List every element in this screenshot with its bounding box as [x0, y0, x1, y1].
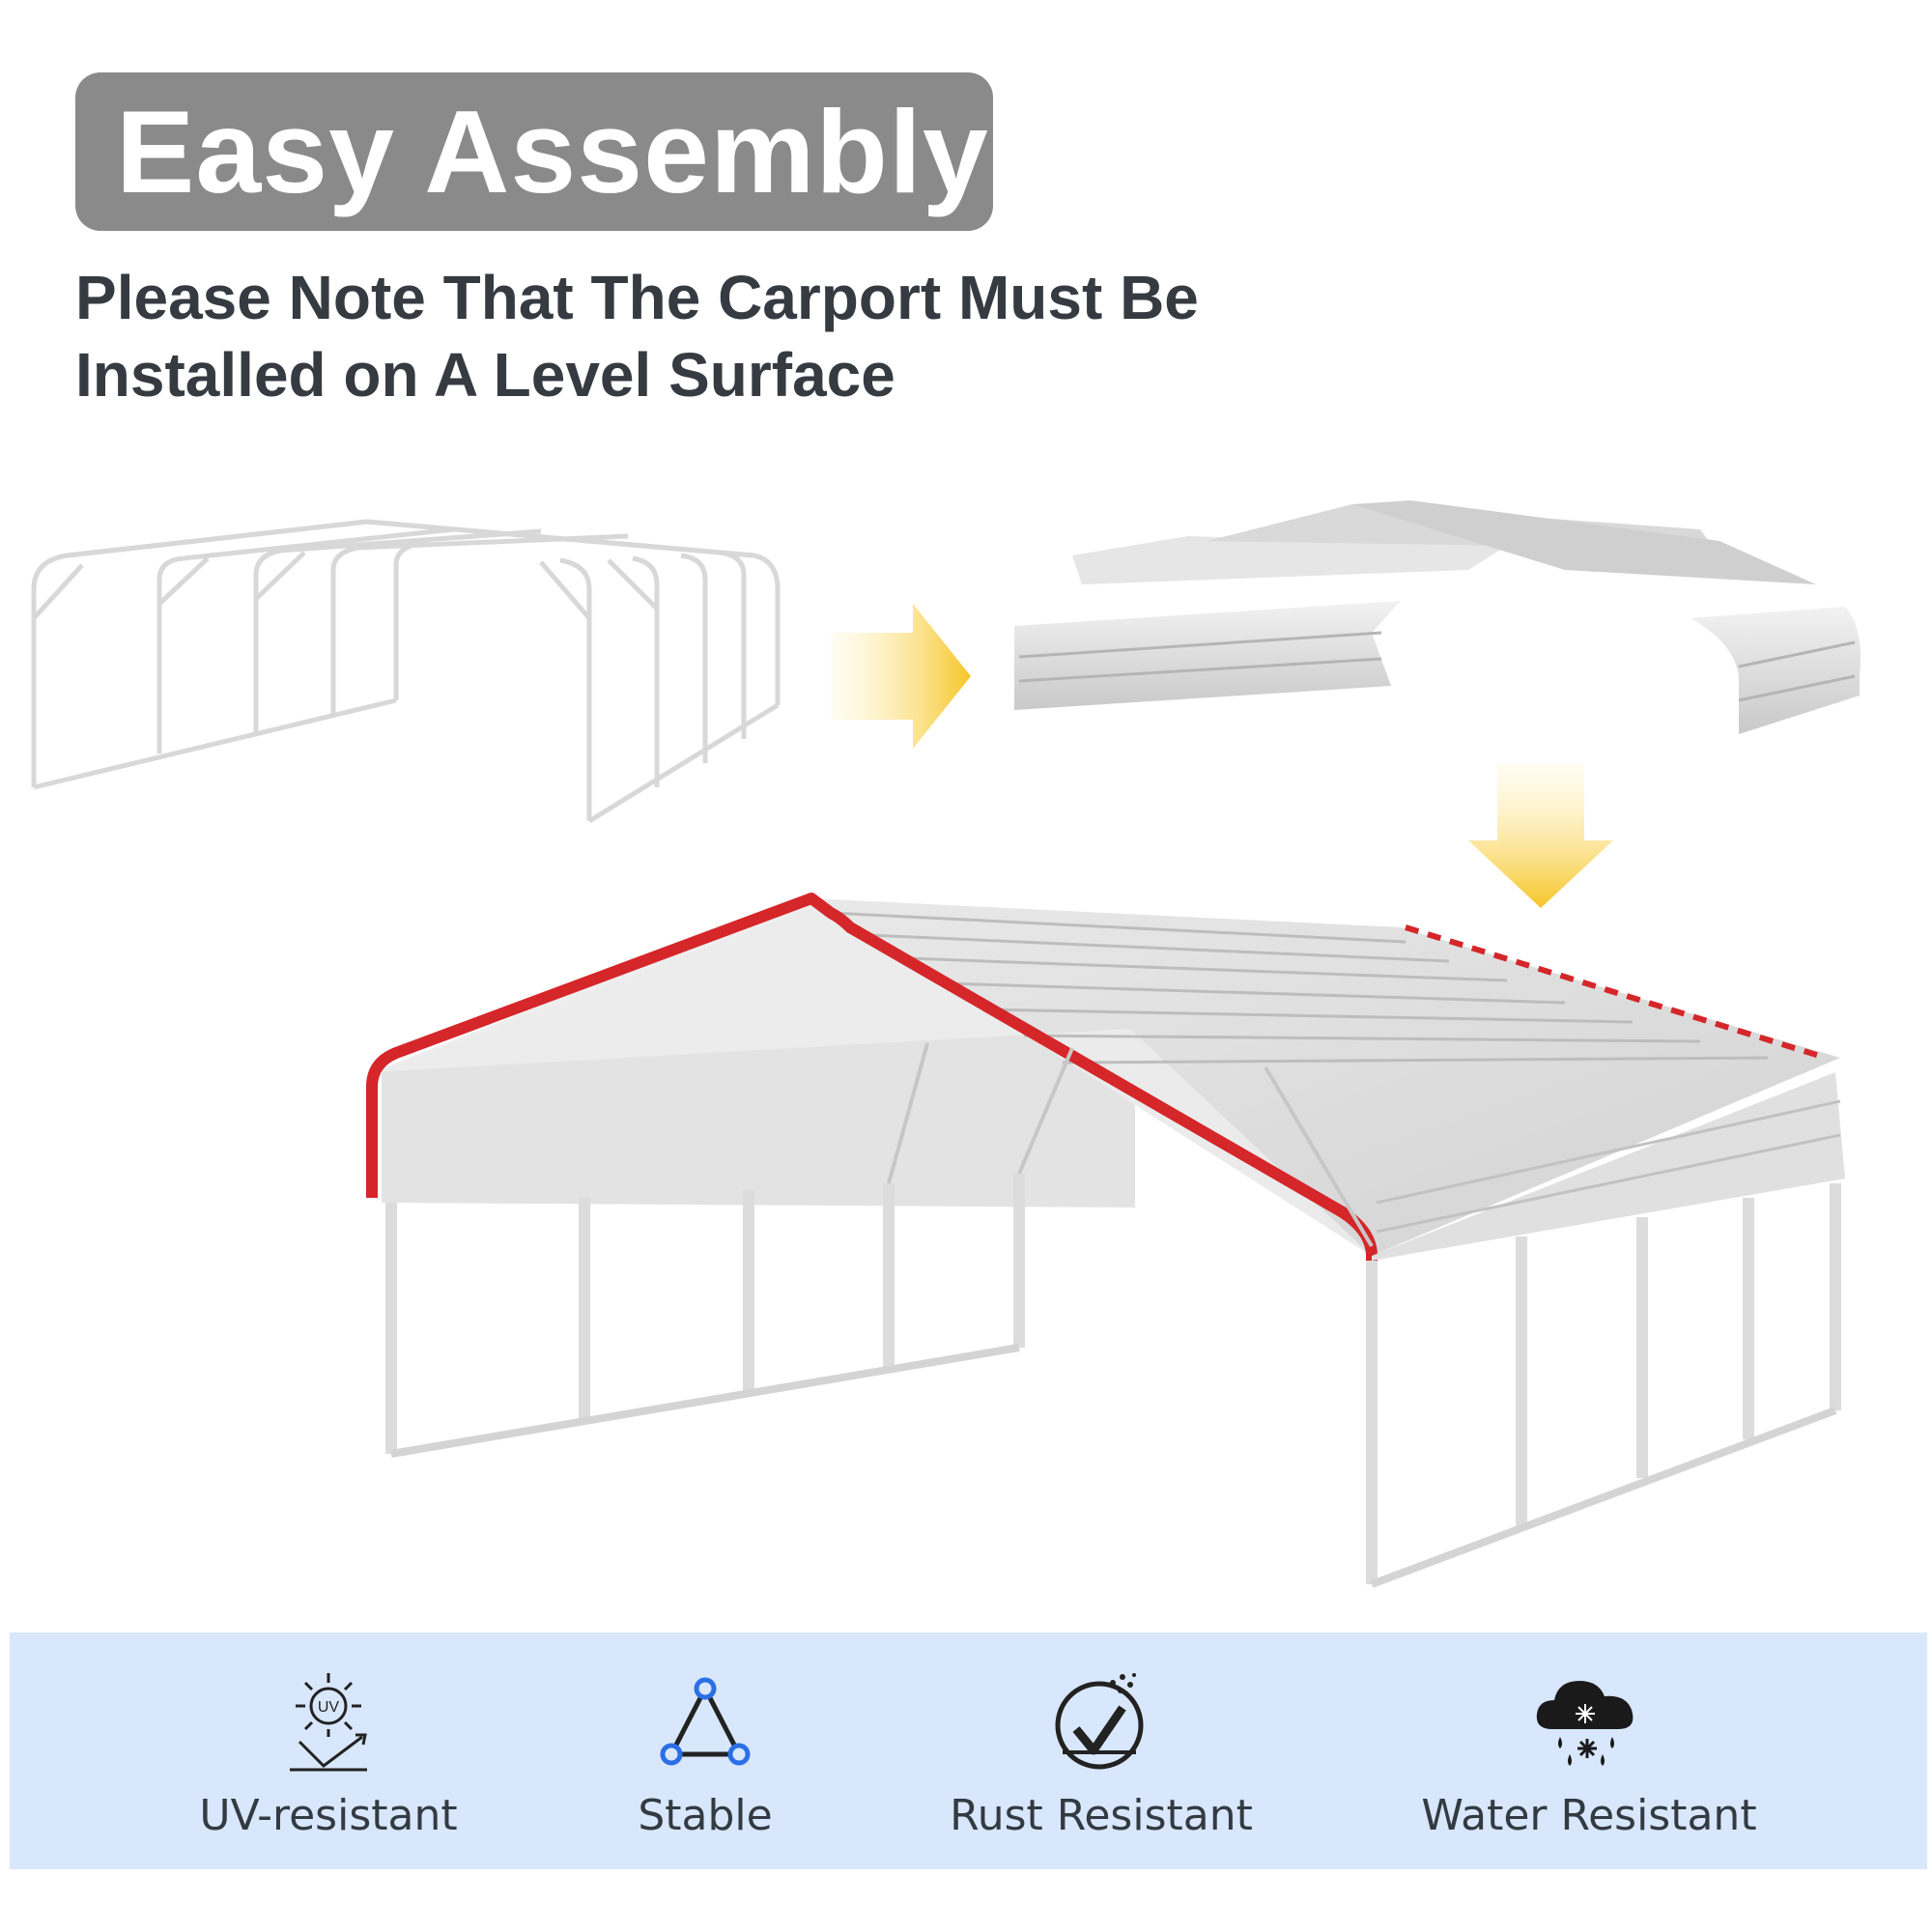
feature-rust-resistant: Rust Resistant	[908, 1633, 1294, 1869]
snow-cloud-icon	[1536, 1681, 1634, 1766]
note-line-2: Installed on A Level Surface	[75, 340, 895, 410]
page-title: Easy Assembly	[116, 86, 989, 217]
arrow-down-icon	[1468, 763, 1613, 908]
feature-label: Rust Resistant	[950, 1791, 1253, 1840]
installation-note: Please Note That The Carport Must Be Ins…	[75, 259, 1428, 413]
uv-sun-icon: UV	[290, 1673, 367, 1772]
feature-uv-resistant: UV UV-resistant	[135, 1633, 522, 1869]
feature-stable: Stable	[512, 1633, 898, 1869]
title-banner: Easy Assembly	[75, 72, 993, 231]
finished-carport-drawing	[366, 893, 1845, 1588]
frame-step-drawing	[31, 519, 781, 824]
note-line-1: Please Note That The Carport Must Be	[75, 263, 1199, 332]
rust-check-icon	[1055, 1673, 1144, 1770]
feature-water-resistant: Water Resistant	[1396, 1633, 1782, 1869]
arrow-right-icon	[831, 604, 971, 749]
feature-label: Stable	[638, 1791, 773, 1840]
panels-step-drawing	[1014, 500, 1861, 734]
feature-label: Water Resistant	[1421, 1791, 1757, 1840]
feature-bar: UV UV-resistant Stable	[10, 1633, 1927, 1869]
feature-label: UV-resistant	[199, 1791, 458, 1840]
svg-text:UV: UV	[318, 1699, 340, 1716]
triangle-nodes-icon	[660, 1677, 751, 1766]
